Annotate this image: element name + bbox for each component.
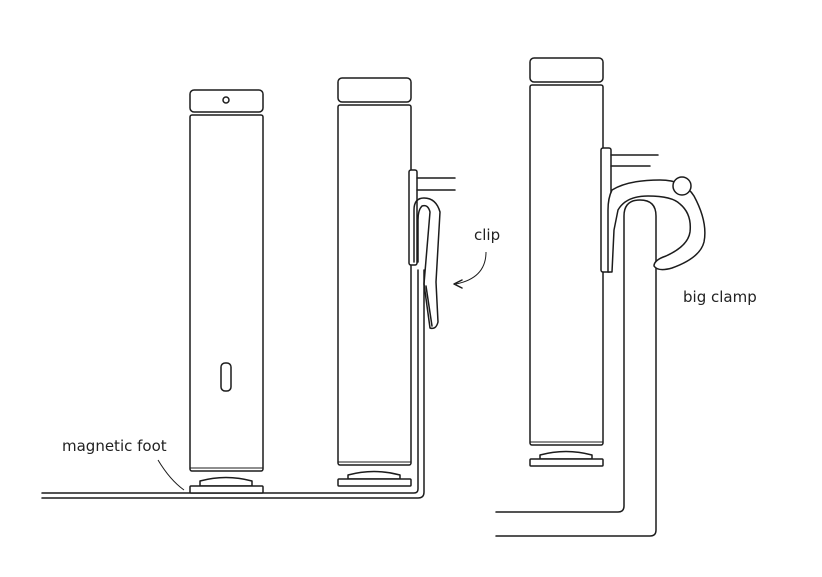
- light-bar-big-clamp: [529, 57, 659, 467]
- bar-body: [337, 104, 412, 466]
- magnetic-foot: [199, 476, 253, 487]
- bar-cap: [529, 57, 604, 83]
- light-bar-clip: [337, 77, 456, 487]
- clip-label: clip: [474, 226, 500, 244]
- clamp-knob-icon: [672, 176, 692, 196]
- clip: [413, 197, 441, 330]
- magnetic-foot: [347, 470, 401, 480]
- desk-edge: [495, 199, 657, 537]
- magnetic-foot: [539, 450, 593, 460]
- bar-body: [529, 84, 604, 446]
- switch-slot-icon: [220, 362, 232, 392]
- big-clamp-label: big clamp: [683, 288, 757, 306]
- light-bar-magnetic-foot: [189, 89, 264, 494]
- table-surface: [41, 269, 425, 499]
- magnetic-foot-label: magnetic foot: [62, 437, 167, 455]
- magnetic-foot-pointer: [157, 459, 185, 491]
- cap-hole-icon: [222, 96, 230, 104]
- bar-cap: [337, 77, 412, 103]
- bar-body: [189, 114, 264, 472]
- big-clamp: [607, 176, 706, 273]
- clip-pointer: [455, 251, 487, 285]
